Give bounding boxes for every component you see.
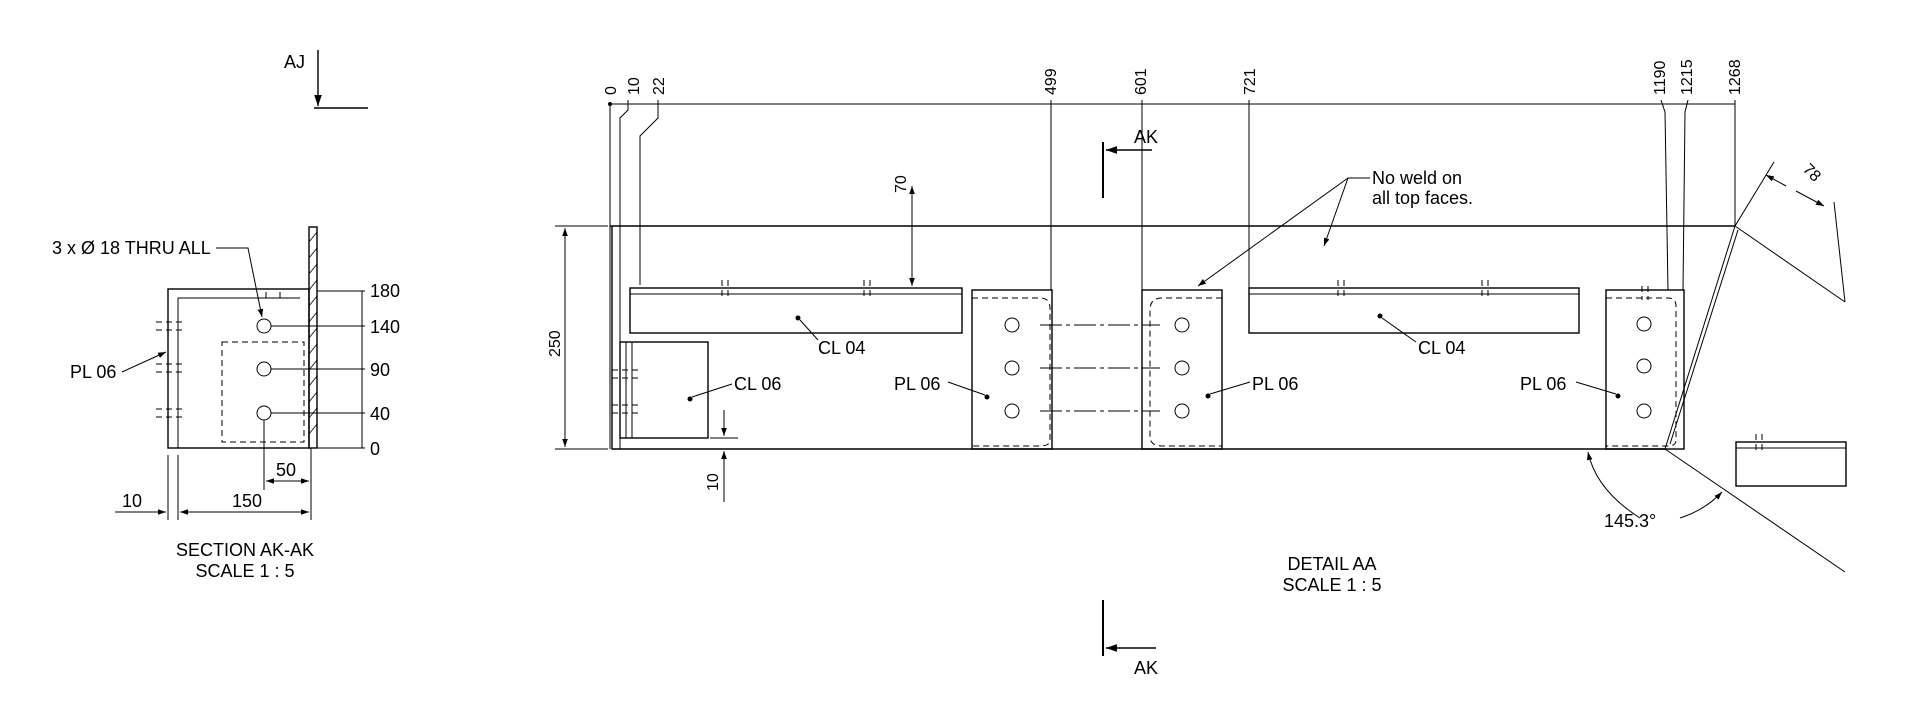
label-pl06-c: PL 06 [1520, 374, 1566, 394]
ord-0: 0 [603, 86, 620, 95]
section-scale: SCALE 1 : 5 [195, 561, 294, 581]
dim-78: 78 [1799, 161, 1824, 186]
section-title: SECTION AK-AK [176, 540, 314, 560]
label-pl06-a: PL 06 [894, 374, 940, 394]
detail-aa-view: 0 10 22 499 601 721 1190 1215 1268 250 7… [547, 59, 1847, 678]
label-ak-top: AK [1134, 127, 1158, 147]
detail-title: DETAIL AA [1287, 554, 1376, 574]
section-ord-0: 0 [370, 439, 380, 459]
detail-scale: SCALE 1 : 5 [1282, 575, 1381, 595]
ord-721: 721 [1242, 68, 1259, 95]
ord-601: 601 [1133, 68, 1150, 95]
section-ak-view: 180 140 90 40 0 3 x Ø 18 THRU ALL PL 06 … [52, 226, 400, 581]
dim-angle: 145.3° [1604, 511, 1656, 531]
section-pl06-label: PL 06 [70, 362, 116, 382]
ord-22: 22 [651, 77, 668, 95]
ord-1215: 1215 [1679, 59, 1696, 95]
section-ord-40: 40 [370, 404, 390, 424]
dim-250: 250 [547, 330, 564, 357]
section-ord-90: 90 [370, 360, 390, 380]
section-dim-50: 50 [276, 460, 296, 480]
label-cl06: CL 06 [734, 374, 781, 394]
section-dim-10: 10 [122, 491, 142, 511]
section-ord-180: 180 [370, 281, 400, 301]
view-arrow-aj: AJ [284, 50, 368, 109]
weld-note-line2: all top faces. [1372, 188, 1473, 208]
dim-10-bottom: 10 [705, 473, 722, 491]
label-aj: AJ [284, 52, 305, 72]
weld-note-line1: No weld on [1372, 168, 1462, 188]
label-ak-bottom: AK [1134, 658, 1158, 678]
section-dim-150: 150 [232, 491, 262, 511]
section-ord-140: 140 [370, 317, 400, 337]
ord-499: 499 [1043, 68, 1060, 95]
ord-1190: 1190 [1652, 60, 1669, 95]
label-pl06-b: PL 06 [1252, 374, 1298, 394]
plate-hatching [308, 231, 318, 435]
dim-70: 70 [893, 175, 910, 193]
label-cl04-left: CL 04 [818, 338, 865, 358]
hole-note: 3 x Ø 18 THRU ALL [52, 238, 211, 258]
ord-10: 10 [626, 77, 643, 95]
label-cl04-right: CL 04 [1418, 338, 1465, 358]
ord-1268: 1268 [1727, 59, 1744, 95]
